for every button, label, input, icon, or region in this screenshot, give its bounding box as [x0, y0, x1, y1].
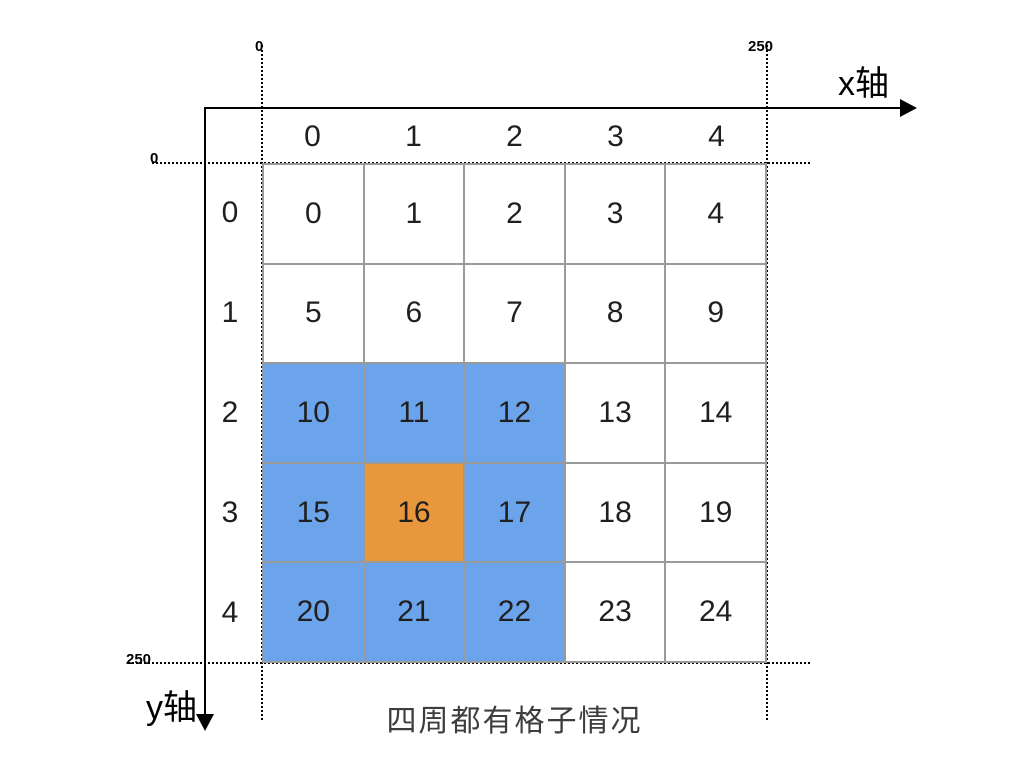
- grid-cell: 9: [666, 264, 765, 363]
- grid-cell: 18: [565, 463, 665, 562]
- grid-cell: 5: [264, 264, 363, 363]
- column-headers: 0 1 2 3 4: [262, 113, 767, 161]
- x-tick-250: 250: [748, 38, 774, 55]
- caption: 四周都有格子情况: [386, 705, 643, 738]
- row-header: 3: [221, 496, 239, 529]
- y-axis-arrow-icon: [196, 714, 214, 731]
- grid-cell: 16: [364, 463, 464, 562]
- grid-cell: 8: [565, 264, 665, 363]
- grid-cell: 24: [666, 563, 765, 661]
- dotted-guide-x250: [766, 45, 768, 720]
- grid-cell: 10: [264, 364, 363, 462]
- grid-cell: 6: [364, 264, 464, 363]
- row-header: 2: [221, 396, 239, 429]
- row-headers: 0 1 2 3 4: [200, 163, 260, 663]
- grid-cell: 15: [264, 463, 363, 562]
- y-tick-0: 0: [150, 150, 159, 167]
- dotted-guide-y250: [128, 662, 810, 664]
- row-header: 1: [221, 296, 239, 329]
- grid-cell: 19: [666, 463, 765, 562]
- y-axis-line: [204, 107, 206, 717]
- grid-cell: 13: [565, 364, 665, 462]
- column-header: 3: [607, 120, 624, 153]
- grid-cell: 12: [465, 364, 564, 462]
- grid-cell: 20: [264, 563, 363, 661]
- y-tick-250: 250: [126, 651, 152, 668]
- y-axis-label: y轴: [146, 689, 197, 727]
- grid-cell: 1: [364, 165, 464, 263]
- grid-cell: 7: [465, 264, 564, 363]
- grid-cell: 17: [465, 463, 564, 562]
- grid-cell: 2: [465, 165, 564, 263]
- grid-cell: 23: [565, 563, 665, 661]
- column-header: 2: [506, 120, 523, 153]
- grid-cell: 22: [465, 563, 564, 661]
- column-header: 0: [304, 120, 321, 153]
- grid-cell: 4: [666, 165, 765, 263]
- column-header: 4: [708, 120, 725, 153]
- row-header: 4: [221, 596, 239, 629]
- x-tick-0: 0: [255, 38, 264, 55]
- grid-cell: 21: [364, 563, 464, 661]
- row-header: 0: [221, 196, 239, 229]
- grid-cell: 0: [264, 165, 363, 263]
- column-header: 1: [405, 120, 422, 153]
- grid-cell: 14: [666, 364, 765, 462]
- grid-cell: 11: [364, 364, 464, 462]
- x-axis-arrow-icon: [900, 99, 917, 117]
- x-axis-line: [205, 107, 903, 109]
- x-axis-label: x轴: [838, 65, 889, 103]
- grid-cell: 3: [565, 165, 665, 263]
